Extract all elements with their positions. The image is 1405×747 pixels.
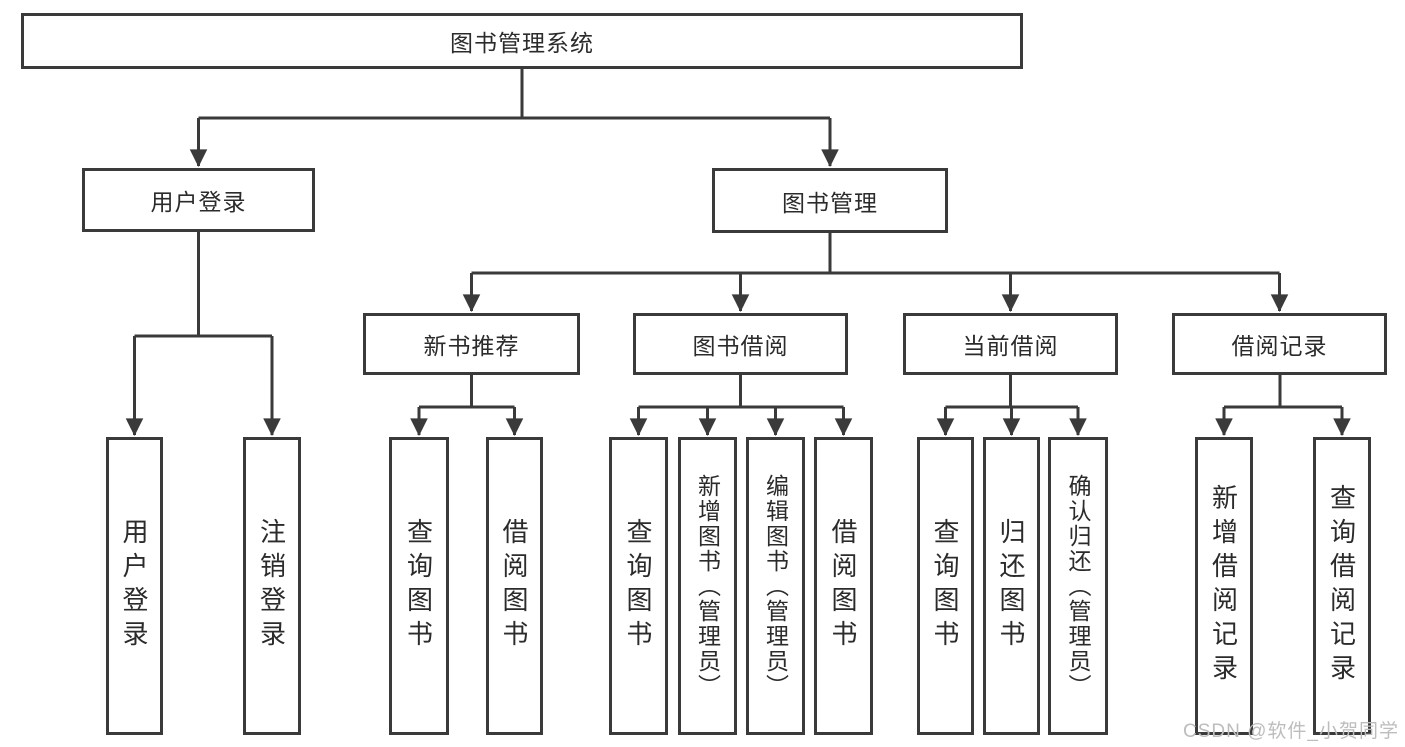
node-label: 确认归还（管理员） xyxy=(1065,473,1091,699)
leaf-user-login: 用户登录 xyxy=(106,437,163,735)
node-label: 图书管理系统 xyxy=(450,30,594,56)
node-label: 用户登录 xyxy=(119,518,149,654)
node-label: 查询图书 xyxy=(403,518,434,654)
node-borrowing-records: 借阅记录 xyxy=(1172,313,1387,375)
node-label: 借阅记录 xyxy=(1231,333,1328,359)
node-label: 新书推荐 xyxy=(423,333,520,359)
node-label: 编辑图书（管理员） xyxy=(762,473,789,699)
node-label: 查询图书 xyxy=(623,518,653,654)
leaf-query-books-3: 查询图书 xyxy=(917,437,974,735)
node-label: 新增图书（管理员） xyxy=(694,473,721,699)
node-label: 新增借阅记录 xyxy=(1208,484,1239,688)
node-label: 归还图书 xyxy=(996,518,1026,654)
csdn-watermark: CSDN @软件_小贺同学 xyxy=(1183,721,1399,742)
node-label: 用户登录 xyxy=(150,189,247,215)
leaf-query-books-1: 查询图书 xyxy=(389,437,449,735)
node-book-management: 图书管理 xyxy=(712,168,948,233)
node-user-login: 用户登录 xyxy=(82,168,315,232)
leaf-add-borrow-record: 新增借阅记录 xyxy=(1195,437,1253,735)
node-library-management-system: 图书管理系统 xyxy=(21,13,1023,69)
node-current-borrowing: 当前借阅 xyxy=(903,313,1118,375)
node-new-book-recommend: 新书推荐 xyxy=(363,313,580,375)
node-label: 图书管理 xyxy=(782,189,878,216)
node-label: 图书借阅 xyxy=(692,333,789,359)
leaf-return-books: 归还图书 xyxy=(983,437,1040,735)
node-label: 注销登录 xyxy=(256,518,287,654)
leaf-edit-books-admin: 编辑图书（管理员） xyxy=(746,437,805,735)
leaf-confirm-return-admin: 确认归还（管理员） xyxy=(1048,437,1108,735)
leaf-borrow-books-1: 借阅图书 xyxy=(486,437,543,735)
leaf-logout: 注销登录 xyxy=(243,437,301,735)
node-label: 借阅图书 xyxy=(499,518,529,654)
node-label: 查询借阅记录 xyxy=(1326,484,1357,688)
node-label: 借阅图书 xyxy=(828,518,858,654)
node-book-borrowing: 图书借阅 xyxy=(633,313,848,375)
node-label: 当前借阅 xyxy=(962,333,1059,359)
leaf-query-books-2: 查询图书 xyxy=(609,437,668,735)
leaf-add-books-admin: 新增图书（管理员） xyxy=(678,437,737,735)
leaf-query-borrow-record: 查询借阅记录 xyxy=(1313,437,1371,735)
leaf-borrow-books-2: 借阅图书 xyxy=(814,437,873,735)
node-label: 查询图书 xyxy=(930,518,960,654)
